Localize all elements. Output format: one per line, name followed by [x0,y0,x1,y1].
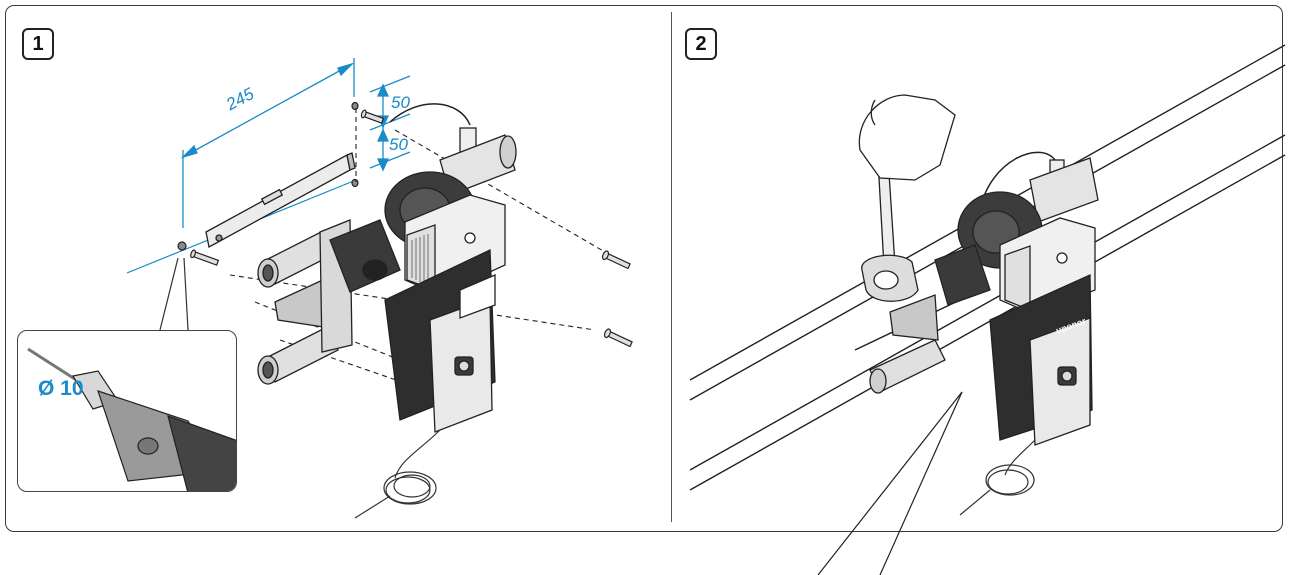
panel-divider [671,12,672,522]
step-1-illustration: 245 50 50 [126,58,633,519]
top-valve-2 [979,151,1099,223]
drill-illustration [27,347,236,491]
step-2-badge: 2 [685,28,717,60]
height-bottom-label: 50 [389,135,408,154]
instruction-frame [5,5,1283,532]
power-cable [354,429,441,519]
callout-leader-lines [817,391,963,575]
unit-housing [384,248,496,433]
mounting-bracket-2 [889,294,939,341]
width-dimension [180,58,355,228]
drill-size-label: Ø 10 [38,377,84,400]
supply-pipes [689,44,1286,491]
step-1-badge: 1 [22,28,54,60]
lower-valve-2 [869,339,946,394]
spirit-level [205,152,356,248]
wrench-and-hand [858,94,956,302]
unit-housing-2 [989,274,1093,446]
zoom-callout-lines [159,257,189,331]
drill-zoom-inset [17,330,237,492]
height-top-label: 50 [391,93,410,112]
power-cable-2 [959,439,1036,516]
